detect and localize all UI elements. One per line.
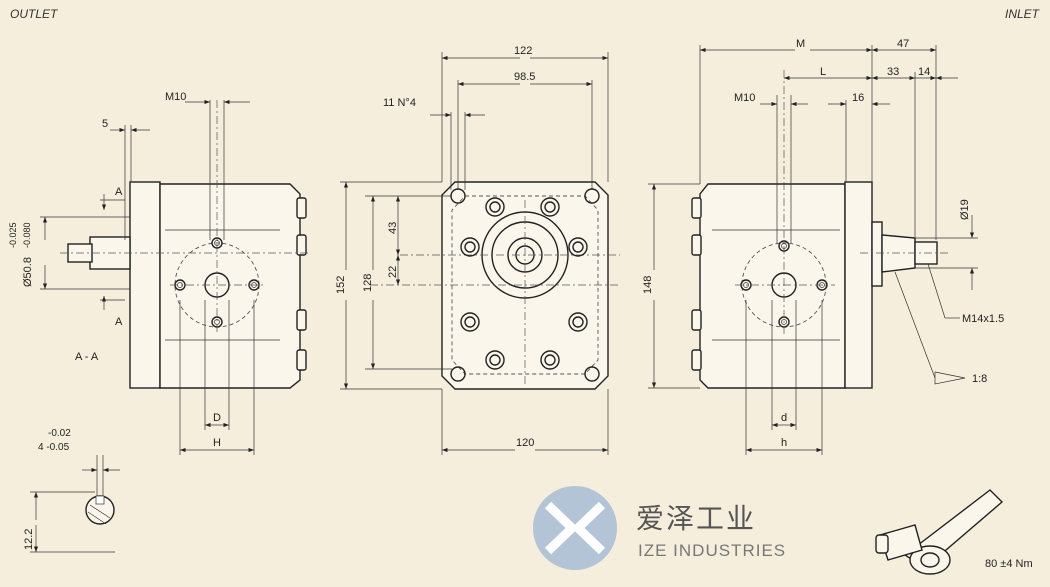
section-a-top: A xyxy=(115,186,123,198)
front-holes-label: 11 N°4 xyxy=(383,97,416,109)
left-tol-lower: -0.080 xyxy=(22,222,32,248)
torque-label: 80 ±4 Nm xyxy=(985,558,1033,570)
left-H-label: H xyxy=(213,437,221,449)
watermark-cn: 爱泽工业 xyxy=(636,502,756,535)
right-dia-19: Ø19 xyxy=(959,199,971,220)
right-M-label: M xyxy=(796,38,805,50)
section-label: A - A xyxy=(75,351,99,363)
right-taper-shaft xyxy=(881,234,916,273)
right-dim-47: 47 xyxy=(897,38,909,50)
section-a-bottom: A xyxy=(115,316,123,328)
right-dim-148: 148 xyxy=(642,276,654,294)
left-diameter: Ø50.8 xyxy=(22,257,34,287)
right-taper-label: 1:8 xyxy=(972,373,987,385)
right-dim-33: 33 xyxy=(887,66,899,78)
ize-logo-icon xyxy=(533,486,617,570)
left-D-label: D xyxy=(213,412,221,424)
right-dim-16: 16 xyxy=(852,92,864,104)
right-L-label: L xyxy=(820,66,826,78)
key-dim-12-2: 12.2 xyxy=(23,529,35,550)
front-bolts xyxy=(460,197,588,370)
mount-hole xyxy=(584,366,600,382)
front-dim-152: 152 xyxy=(335,276,347,294)
mount-hole xyxy=(450,366,466,382)
right-dim-14: 14 xyxy=(918,66,930,78)
right-thread-label: M14x1.5 xyxy=(962,313,1004,325)
key-tol-lower: 4 -0.05 xyxy=(38,442,70,453)
left-m10-label: M10 xyxy=(165,91,186,103)
front-dim-122: 122 xyxy=(514,45,532,57)
left-tol-upper: -0.025 xyxy=(8,222,18,248)
key-detail: -0.02 4 -0.05 12.2 xyxy=(23,428,120,553)
front-view: 122 98.5 11 N°4 152 128 43 22 xyxy=(335,45,620,455)
front-dim-43: 43 xyxy=(387,222,399,234)
front-dim-98-5: 98.5 xyxy=(514,71,535,83)
front-dim-22: 22 xyxy=(387,266,399,278)
left-dim-5: 5 xyxy=(102,118,108,130)
right-h-label: h xyxy=(781,437,787,449)
left-flange xyxy=(129,181,161,389)
watermark-en: IZE INDUSTRIES xyxy=(638,541,786,560)
front-dim-128: 128 xyxy=(362,274,374,292)
right-side-view: M 47 L 33 14 M10 16 Ø19 xyxy=(642,38,1004,455)
right-d-label: d xyxy=(781,412,787,424)
right-flange xyxy=(844,181,873,389)
wrench-icon xyxy=(875,489,1004,575)
inlet-label: INLET xyxy=(1005,7,1041,21)
key-tol-upper: -0.02 xyxy=(48,428,71,439)
outlet-label: OUTLET xyxy=(10,7,59,21)
front-dim-120: 120 xyxy=(516,437,534,449)
watermark: 爱泽工业 IZE INDUSTRIES xyxy=(533,486,786,570)
left-side-view: M10 5 A A Ø50.8 -0.025 -0.080 A - A D H xyxy=(8,91,310,455)
right-m10-label: M10 xyxy=(734,92,755,104)
left-body xyxy=(159,183,301,389)
